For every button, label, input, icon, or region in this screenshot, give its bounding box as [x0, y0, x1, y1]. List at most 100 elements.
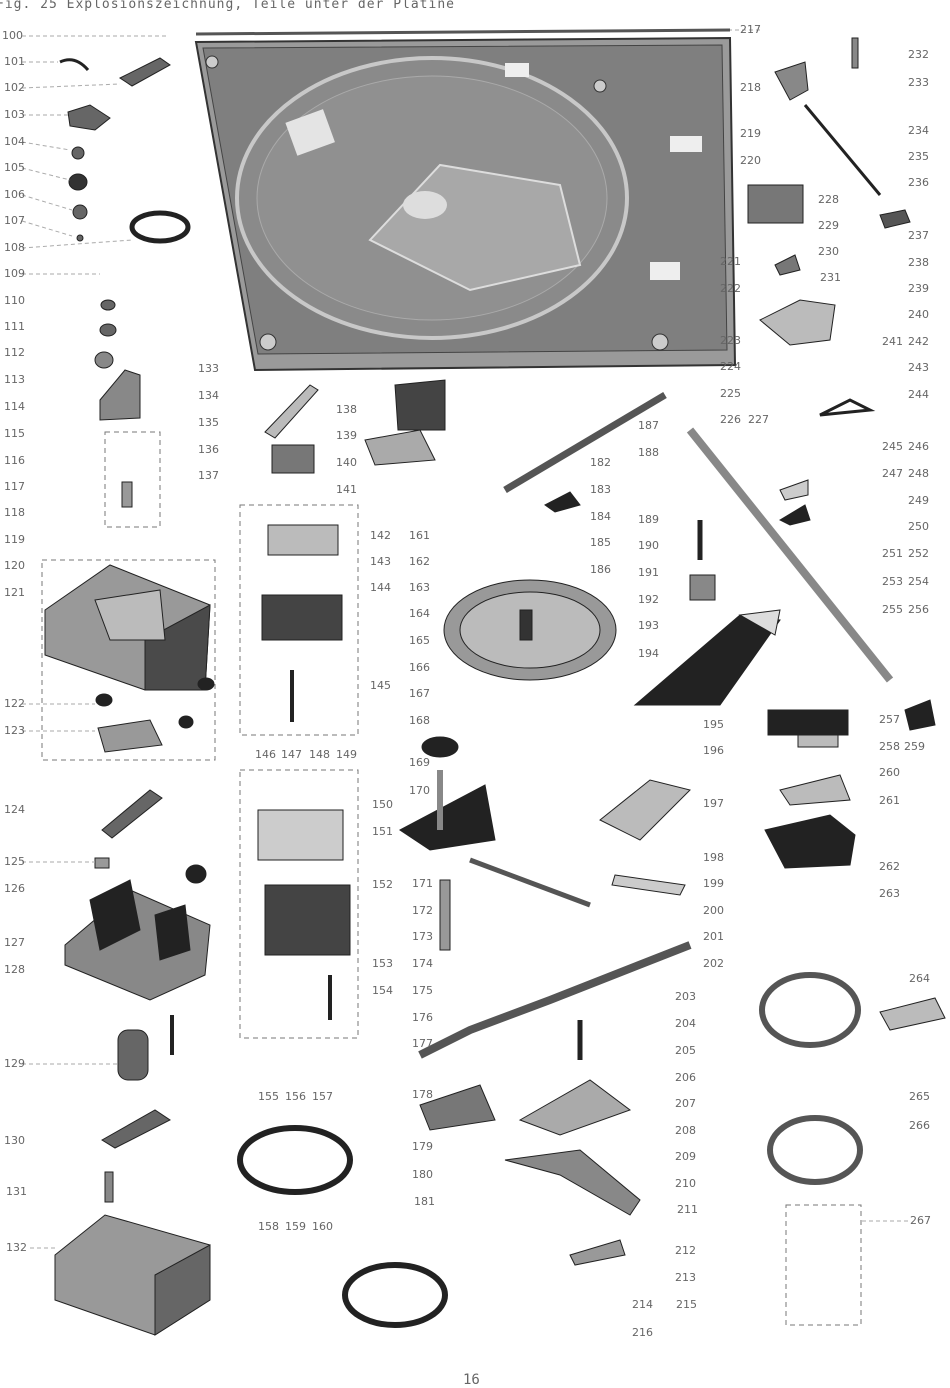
- part-label-149: 149: [336, 748, 357, 761]
- part-label-243: 243: [908, 361, 929, 374]
- chassis-plate: [194, 28, 737, 372]
- part-label-226: 226: [720, 413, 741, 426]
- leader-lines: [21, 29, 910, 1249]
- part-label-107: 107: [4, 214, 25, 227]
- part-label-207: 207: [675, 1097, 696, 1110]
- part-label-121: 121: [4, 586, 25, 599]
- right-column-parts: [747, 37, 946, 1185]
- part-label-111: 111: [4, 320, 25, 333]
- part-label-206: 206: [675, 1071, 696, 1084]
- part-label-187: 187: [638, 419, 659, 432]
- part-label-229: 229: [818, 219, 839, 232]
- part-label-144: 144: [370, 581, 391, 594]
- part-label-184: 184: [590, 510, 611, 523]
- part-label-217: 217: [740, 23, 761, 36]
- part-label-185: 185: [590, 536, 611, 549]
- part-label-219: 219: [740, 127, 761, 140]
- part-label-249: 249: [908, 494, 929, 507]
- part-label-189: 189: [638, 513, 659, 526]
- part-label-145: 145: [370, 679, 391, 692]
- part-label-224: 224: [720, 360, 741, 373]
- part-label-242: 242: [908, 335, 929, 348]
- part-label-156: 156: [285, 1090, 306, 1103]
- part-label-265: 265: [909, 1090, 930, 1103]
- part-label-116: 116: [4, 454, 25, 467]
- part-label-119: 119: [4, 533, 25, 546]
- figure-title: Fig. 25 Explosionszeichnung, Teile unter…: [0, 0, 455, 12]
- part-label-262: 262: [879, 860, 900, 873]
- part-label-192: 192: [638, 593, 659, 606]
- part-label-220: 220: [740, 154, 761, 167]
- part-label-193: 193: [638, 619, 659, 632]
- part-label-164: 164: [409, 607, 430, 620]
- part-label-157: 157: [312, 1090, 333, 1103]
- part-label-178: 178: [412, 1088, 433, 1101]
- part-label-252: 252: [908, 547, 929, 560]
- part-label-110: 110: [4, 294, 25, 307]
- part-label-200: 200: [703, 904, 724, 917]
- part-label-247: 247: [882, 467, 903, 480]
- part-label-205: 205: [675, 1044, 696, 1057]
- part-label-195: 195: [703, 718, 724, 731]
- part-label-177: 177: [412, 1037, 433, 1050]
- part-label-212: 212: [675, 1244, 696, 1257]
- part-label-120: 120: [4, 559, 25, 572]
- part-label-118: 118: [4, 506, 25, 519]
- part-label-246: 246: [908, 440, 929, 453]
- part-label-248: 248: [908, 467, 929, 480]
- part-label-117: 117: [4, 480, 25, 493]
- part-label-233: 233: [908, 76, 929, 89]
- part-label-201: 201: [703, 930, 724, 943]
- part-label-125: 125: [4, 855, 25, 868]
- part-label-126: 126: [4, 882, 25, 895]
- part-label-241: 241: [882, 335, 903, 348]
- part-label-238: 238: [908, 256, 929, 269]
- part-label-234: 234: [908, 124, 929, 137]
- part-label-228: 228: [818, 193, 839, 206]
- part-label-153: 153: [372, 957, 393, 970]
- part-label-105: 105: [4, 161, 25, 174]
- part-label-132: 132: [6, 1241, 27, 1254]
- part-label-135: 135: [198, 416, 219, 429]
- part-label-257: 257: [879, 713, 900, 726]
- part-label-204: 204: [675, 1017, 696, 1030]
- part-label-168: 168: [409, 714, 430, 727]
- part-label-171: 171: [412, 877, 433, 890]
- part-label-194: 194: [638, 647, 659, 660]
- part-label-114: 114: [4, 400, 25, 413]
- part-label-214: 214: [632, 1298, 653, 1311]
- part-label-198: 198: [703, 851, 724, 864]
- part-label-163: 163: [409, 581, 430, 594]
- part-label-231: 231: [820, 271, 841, 284]
- part-label-239: 239: [908, 282, 929, 295]
- part-label-211: 211: [677, 1203, 698, 1216]
- part-label-202: 202: [703, 957, 724, 970]
- part-label-230: 230: [818, 245, 839, 258]
- part-label-141: 141: [336, 483, 357, 496]
- part-label-173: 173: [412, 930, 433, 943]
- part-label-152: 152: [372, 878, 393, 891]
- part-label-124: 124: [4, 803, 25, 816]
- part-label-170: 170: [409, 784, 430, 797]
- part-label-160: 160: [312, 1220, 333, 1233]
- part-label-261: 261: [879, 794, 900, 807]
- part-label-232: 232: [908, 48, 929, 61]
- part-label-148: 148: [309, 748, 330, 761]
- part-label-138: 138: [336, 403, 357, 416]
- part-label-172: 172: [412, 904, 433, 917]
- part-label-237: 237: [908, 229, 929, 242]
- part-label-154: 154: [372, 984, 393, 997]
- part-label-129: 129: [4, 1057, 25, 1070]
- part-label-208: 208: [675, 1124, 696, 1137]
- part-label-134: 134: [198, 389, 219, 402]
- part-label-165: 165: [409, 634, 430, 647]
- part-label-267: 267: [910, 1214, 931, 1227]
- part-label-215: 215: [676, 1298, 697, 1311]
- part-label-244: 244: [908, 388, 929, 401]
- part-label-101: 101: [4, 55, 25, 68]
- part-label-140: 140: [336, 456, 357, 469]
- part-label-180: 180: [412, 1168, 433, 1181]
- part-label-128: 128: [4, 963, 25, 976]
- part-label-146: 146: [255, 748, 276, 761]
- part-label-196: 196: [703, 744, 724, 757]
